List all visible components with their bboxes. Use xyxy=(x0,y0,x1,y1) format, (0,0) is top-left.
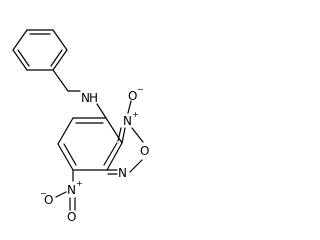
bond-c3a-n-oxide xyxy=(121,127,126,144)
nitro-o-left-charge: − xyxy=(40,189,47,198)
ring-o-label: O xyxy=(140,144,149,158)
atom-labels: N H N + O − O N N + O − O xyxy=(40,85,149,224)
bond-c3a-n-oxide-double xyxy=(117,127,122,142)
structure-svg: N H N + O − O N N + O − O xyxy=(12,29,149,224)
bond-nitro-n-o-left xyxy=(55,191,67,198)
bond-n-oxide-ring-o xyxy=(131,127,144,143)
nitro-n-label: N xyxy=(67,183,76,197)
n-oxide-n-label: N xyxy=(123,114,132,128)
nitro-o-left-label: O xyxy=(44,193,53,207)
ring-n-label: N xyxy=(118,166,127,180)
bond-ph-right-inner xyxy=(50,49,63,67)
amine-h-label: H xyxy=(89,91,98,105)
bond-ph-left-inner xyxy=(17,49,30,67)
amine-n-label: N xyxy=(81,91,90,105)
n-oxide-charge: + xyxy=(132,110,139,119)
bond-n-oxide-o xyxy=(127,100,132,114)
bond-ph-upper-left xyxy=(12,29,28,51)
n-oxide-o-label: O xyxy=(128,89,137,103)
nitro-o-bottom-label: O xyxy=(67,210,76,224)
molecule-diagram: N H N + O − O N N + O − O xyxy=(0,0,154,229)
bond-c6-c5 xyxy=(57,117,74,145)
n-oxide-o-charge: − xyxy=(137,85,144,94)
bonds xyxy=(12,29,144,211)
bond-n-c4 xyxy=(96,103,107,119)
bond-c3a-c7a-inner xyxy=(103,142,118,166)
bond-c7-c6 xyxy=(57,143,74,171)
nitro-n-charge: + xyxy=(76,179,83,188)
bond-c4-c3a xyxy=(105,117,123,144)
bond-c3a-c7a xyxy=(106,142,123,171)
bond-ph-lower-left xyxy=(12,49,28,71)
bond-ph-ch2 xyxy=(52,69,69,92)
bond-ph-upper-right xyxy=(52,29,68,51)
bond-ring-o-ring-n xyxy=(129,159,143,173)
bond-c6-c7-inner xyxy=(63,143,77,166)
bond-ph-lower-right xyxy=(52,49,68,71)
